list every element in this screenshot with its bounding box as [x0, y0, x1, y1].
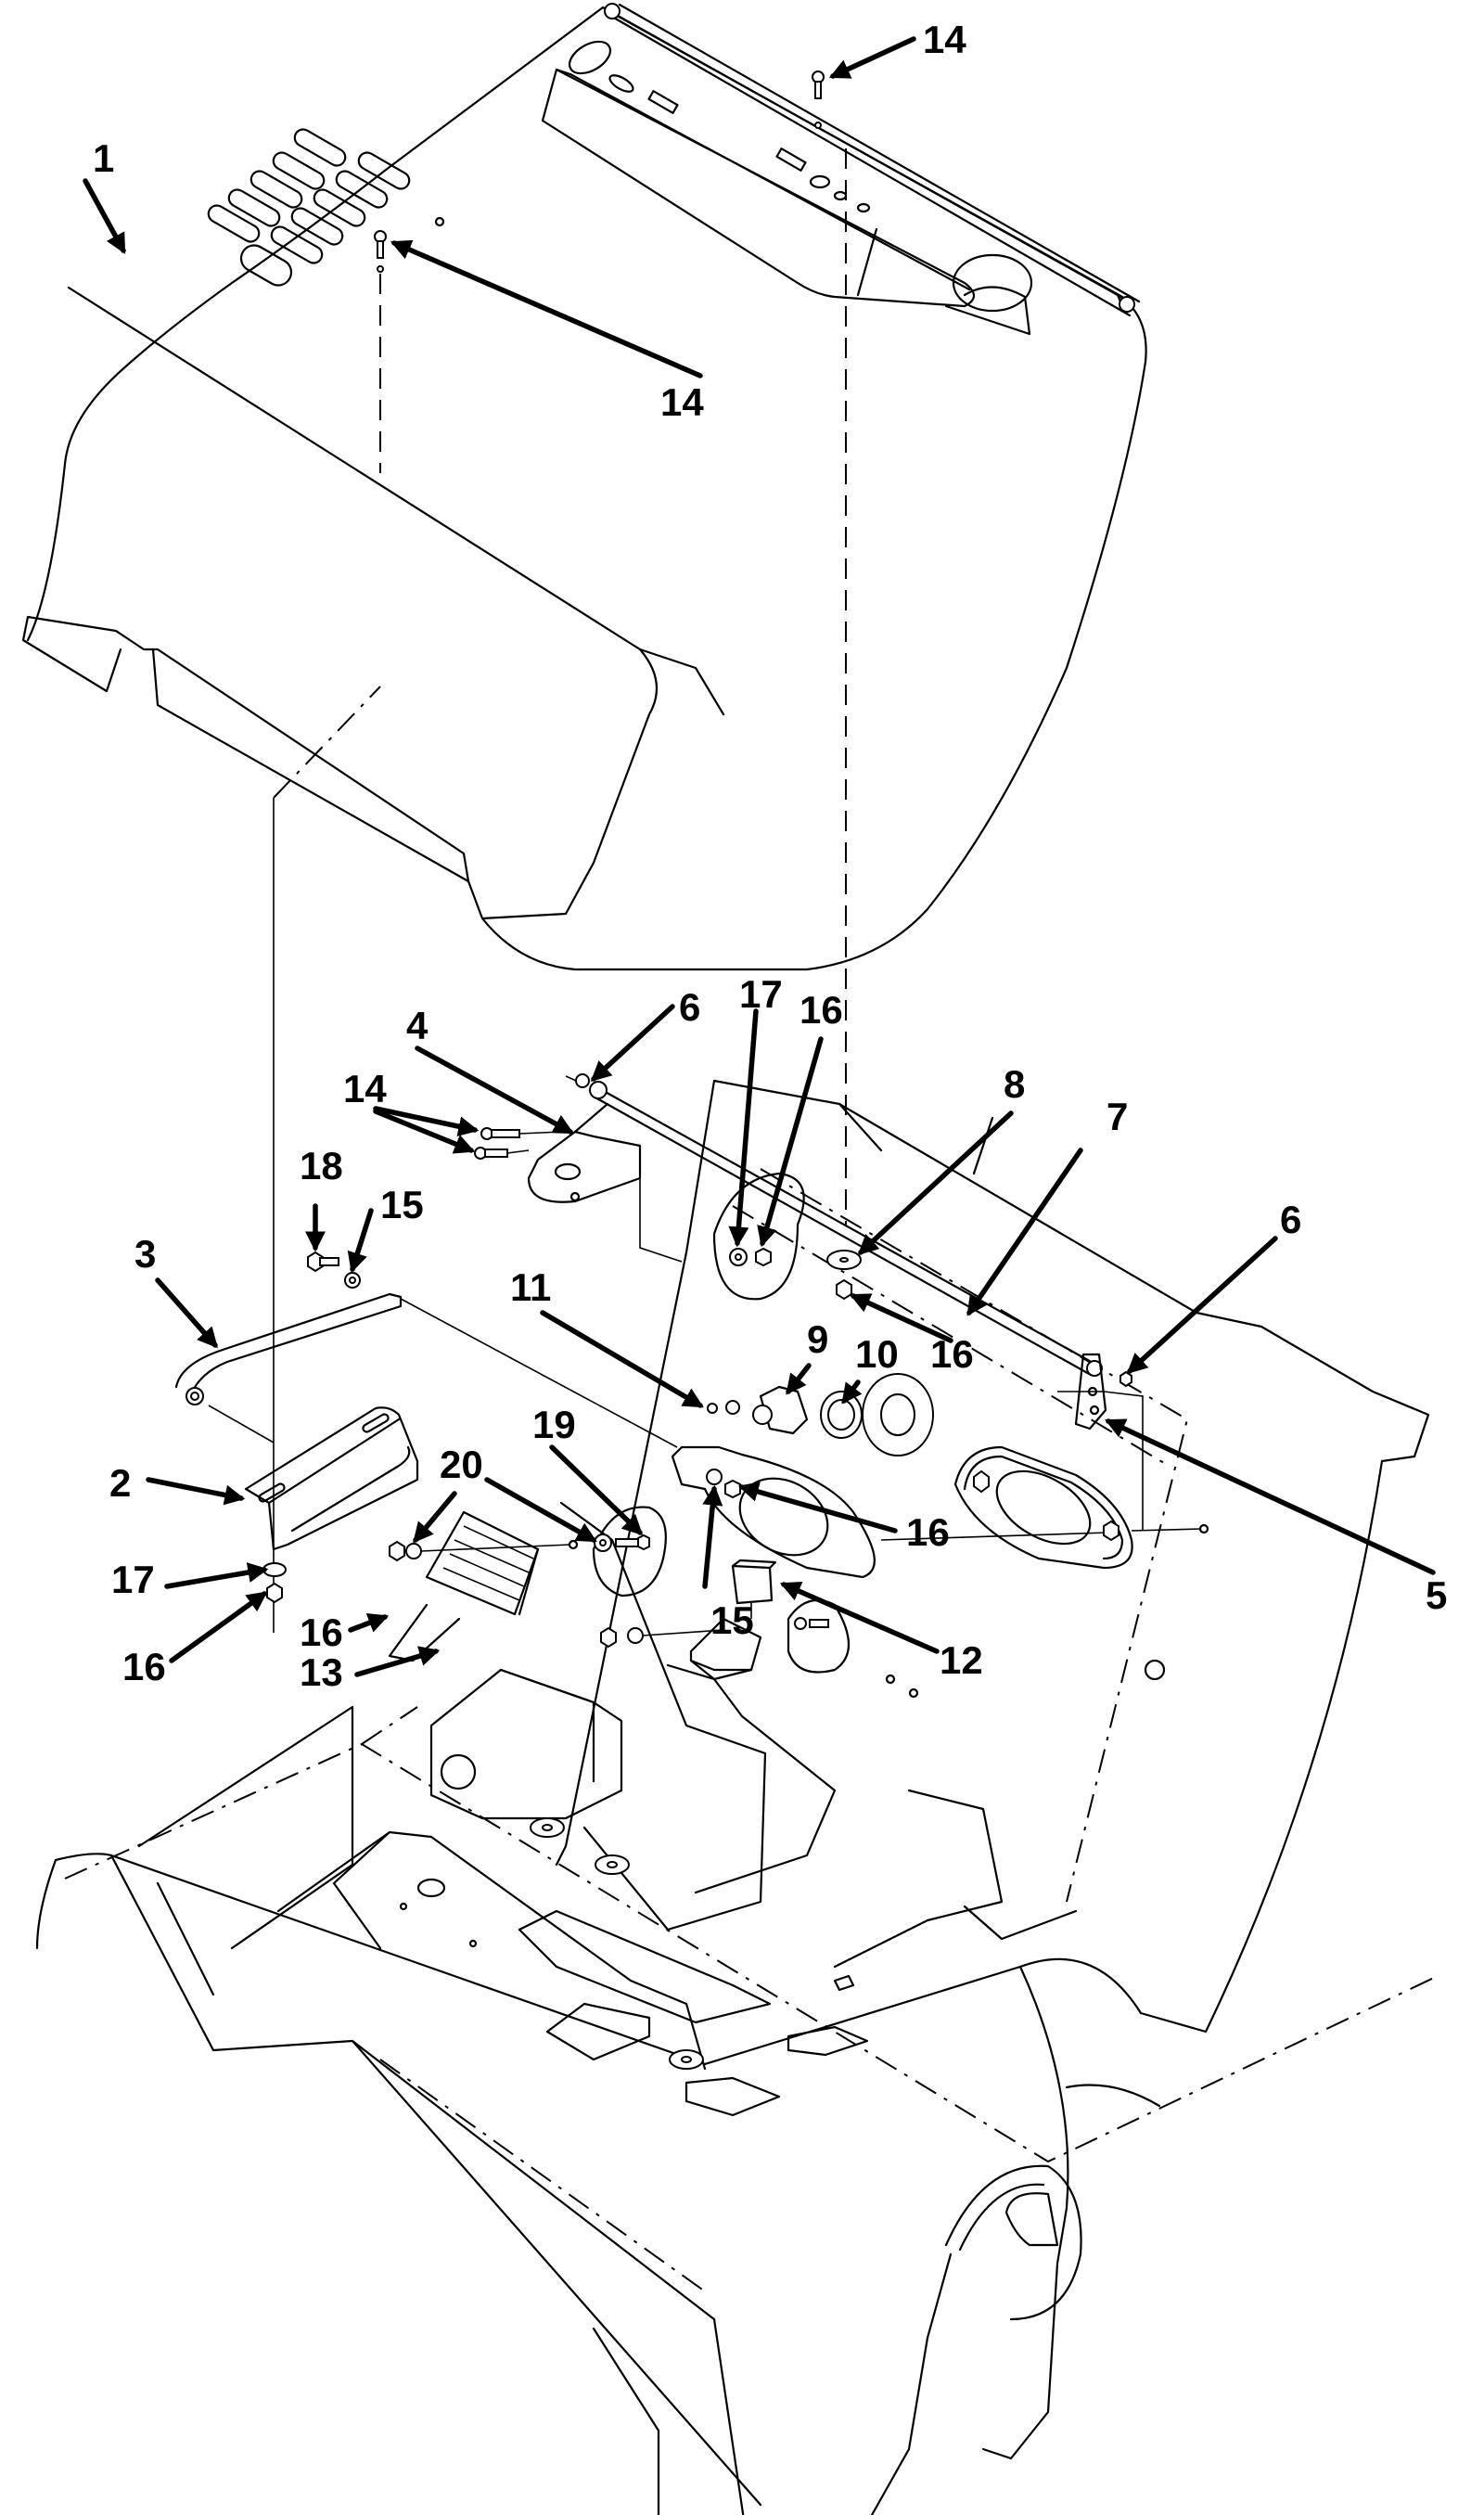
callout-16: 16 [906, 1510, 950, 1554]
leader-20b [484, 1477, 597, 1543]
bracket-2-part [244, 1406, 419, 1551]
callout-7: 7 [1107, 1095, 1128, 1138]
leader-4 [415, 1046, 574, 1135]
relay-part [600, 1559, 851, 1681]
leader-13 [354, 1646, 441, 1677]
cover-part [21, 3, 1147, 971]
callout-20: 20 [440, 1443, 483, 1486]
callout-16: 16 [300, 1610, 343, 1654]
callout-3: 3 [134, 1232, 156, 1276]
callout-6: 6 [679, 985, 700, 1029]
leader-14a [829, 36, 916, 79]
leader-15b [702, 1484, 723, 1589]
callout-14: 14 [343, 1067, 387, 1110]
leader-9 [786, 1363, 812, 1395]
switch-assembly [707, 1373, 934, 1456]
leader-16e [169, 1591, 268, 1663]
leader-14b [390, 239, 703, 379]
mount-plate [712, 1172, 805, 1301]
bracket-5-part [1057, 1353, 1144, 1531]
bracket-4-part [527, 1102, 683, 1263]
leader-17a [728, 1008, 759, 1248]
callout-14: 14 [923, 18, 966, 61]
callout-14: 14 [660, 380, 704, 424]
vent-slots [207, 128, 411, 287]
leader-14d [373, 1109, 476, 1154]
leader-16a [757, 1036, 824, 1248]
leader-1 [83, 178, 126, 254]
callout-9: 9 [807, 1317, 828, 1361]
callout-18: 18 [300, 1144, 343, 1187]
leader-17b [164, 1562, 269, 1589]
leader-16d [348, 1612, 390, 1633]
mount-plate-19 [568, 1506, 667, 1598]
leader-6b [1126, 1236, 1278, 1374]
leader-12 [779, 1581, 940, 1654]
leader-19 [549, 1444, 644, 1536]
callout-17: 17 [111, 1558, 155, 1601]
callout-5: 5 [1426, 1573, 1447, 1617]
callout-2: 2 [109, 1461, 131, 1505]
screws-14-part [474, 1127, 562, 1160]
callout-1: 1 [93, 136, 114, 180]
support-rod-part [174, 1251, 678, 1448]
callout-12: 12 [940, 1638, 983, 1682]
flange-plates [671, 1445, 1209, 1579]
rod-part [565, 1073, 1103, 1377]
leader-11 [540, 1310, 704, 1408]
callout-19: 19 [532, 1403, 576, 1446]
callout-13: 13 [300, 1650, 343, 1694]
heat-sink-part [388, 1510, 571, 1662]
leader-2 [146, 1477, 246, 1506]
leader-6a [590, 1004, 675, 1082]
leader-3 [155, 1277, 218, 1349]
callout-17: 17 [739, 972, 783, 1016]
leader-7 [966, 1148, 1083, 1316]
leader-15a [347, 1208, 374, 1274]
callout-16: 16 [122, 1645, 166, 1688]
leader-16b [849, 1293, 953, 1343]
callout-6: 6 [1280, 1198, 1301, 1241]
callout-4: 4 [406, 1004, 429, 1047]
screws-14-top [374, 71, 825, 273]
callout-8: 8 [1004, 1062, 1025, 1106]
leader-20 [413, 1491, 457, 1544]
callout-16: 16 [800, 988, 843, 1032]
callout-15: 15 [710, 1598, 754, 1642]
callout-15: 15 [380, 1183, 424, 1226]
leader-10 [841, 1379, 863, 1405]
leader-16c [737, 1482, 898, 1533]
callout-16: 16 [930, 1332, 974, 1376]
callout-10: 10 [855, 1332, 899, 1376]
leader-lines [83, 36, 1436, 1677]
chassis-part [35, 1079, 1439, 2515]
callout-labels: 1 14 14 4 6 17 16 8 7 14 18 15 3 11 6 9 … [93, 18, 1447, 1694]
leader-14c [373, 1106, 480, 1137]
callout-11: 11 [510, 1265, 551, 1309]
leader-8 [857, 1110, 1014, 1255]
leader-5 [1105, 1418, 1436, 1575]
